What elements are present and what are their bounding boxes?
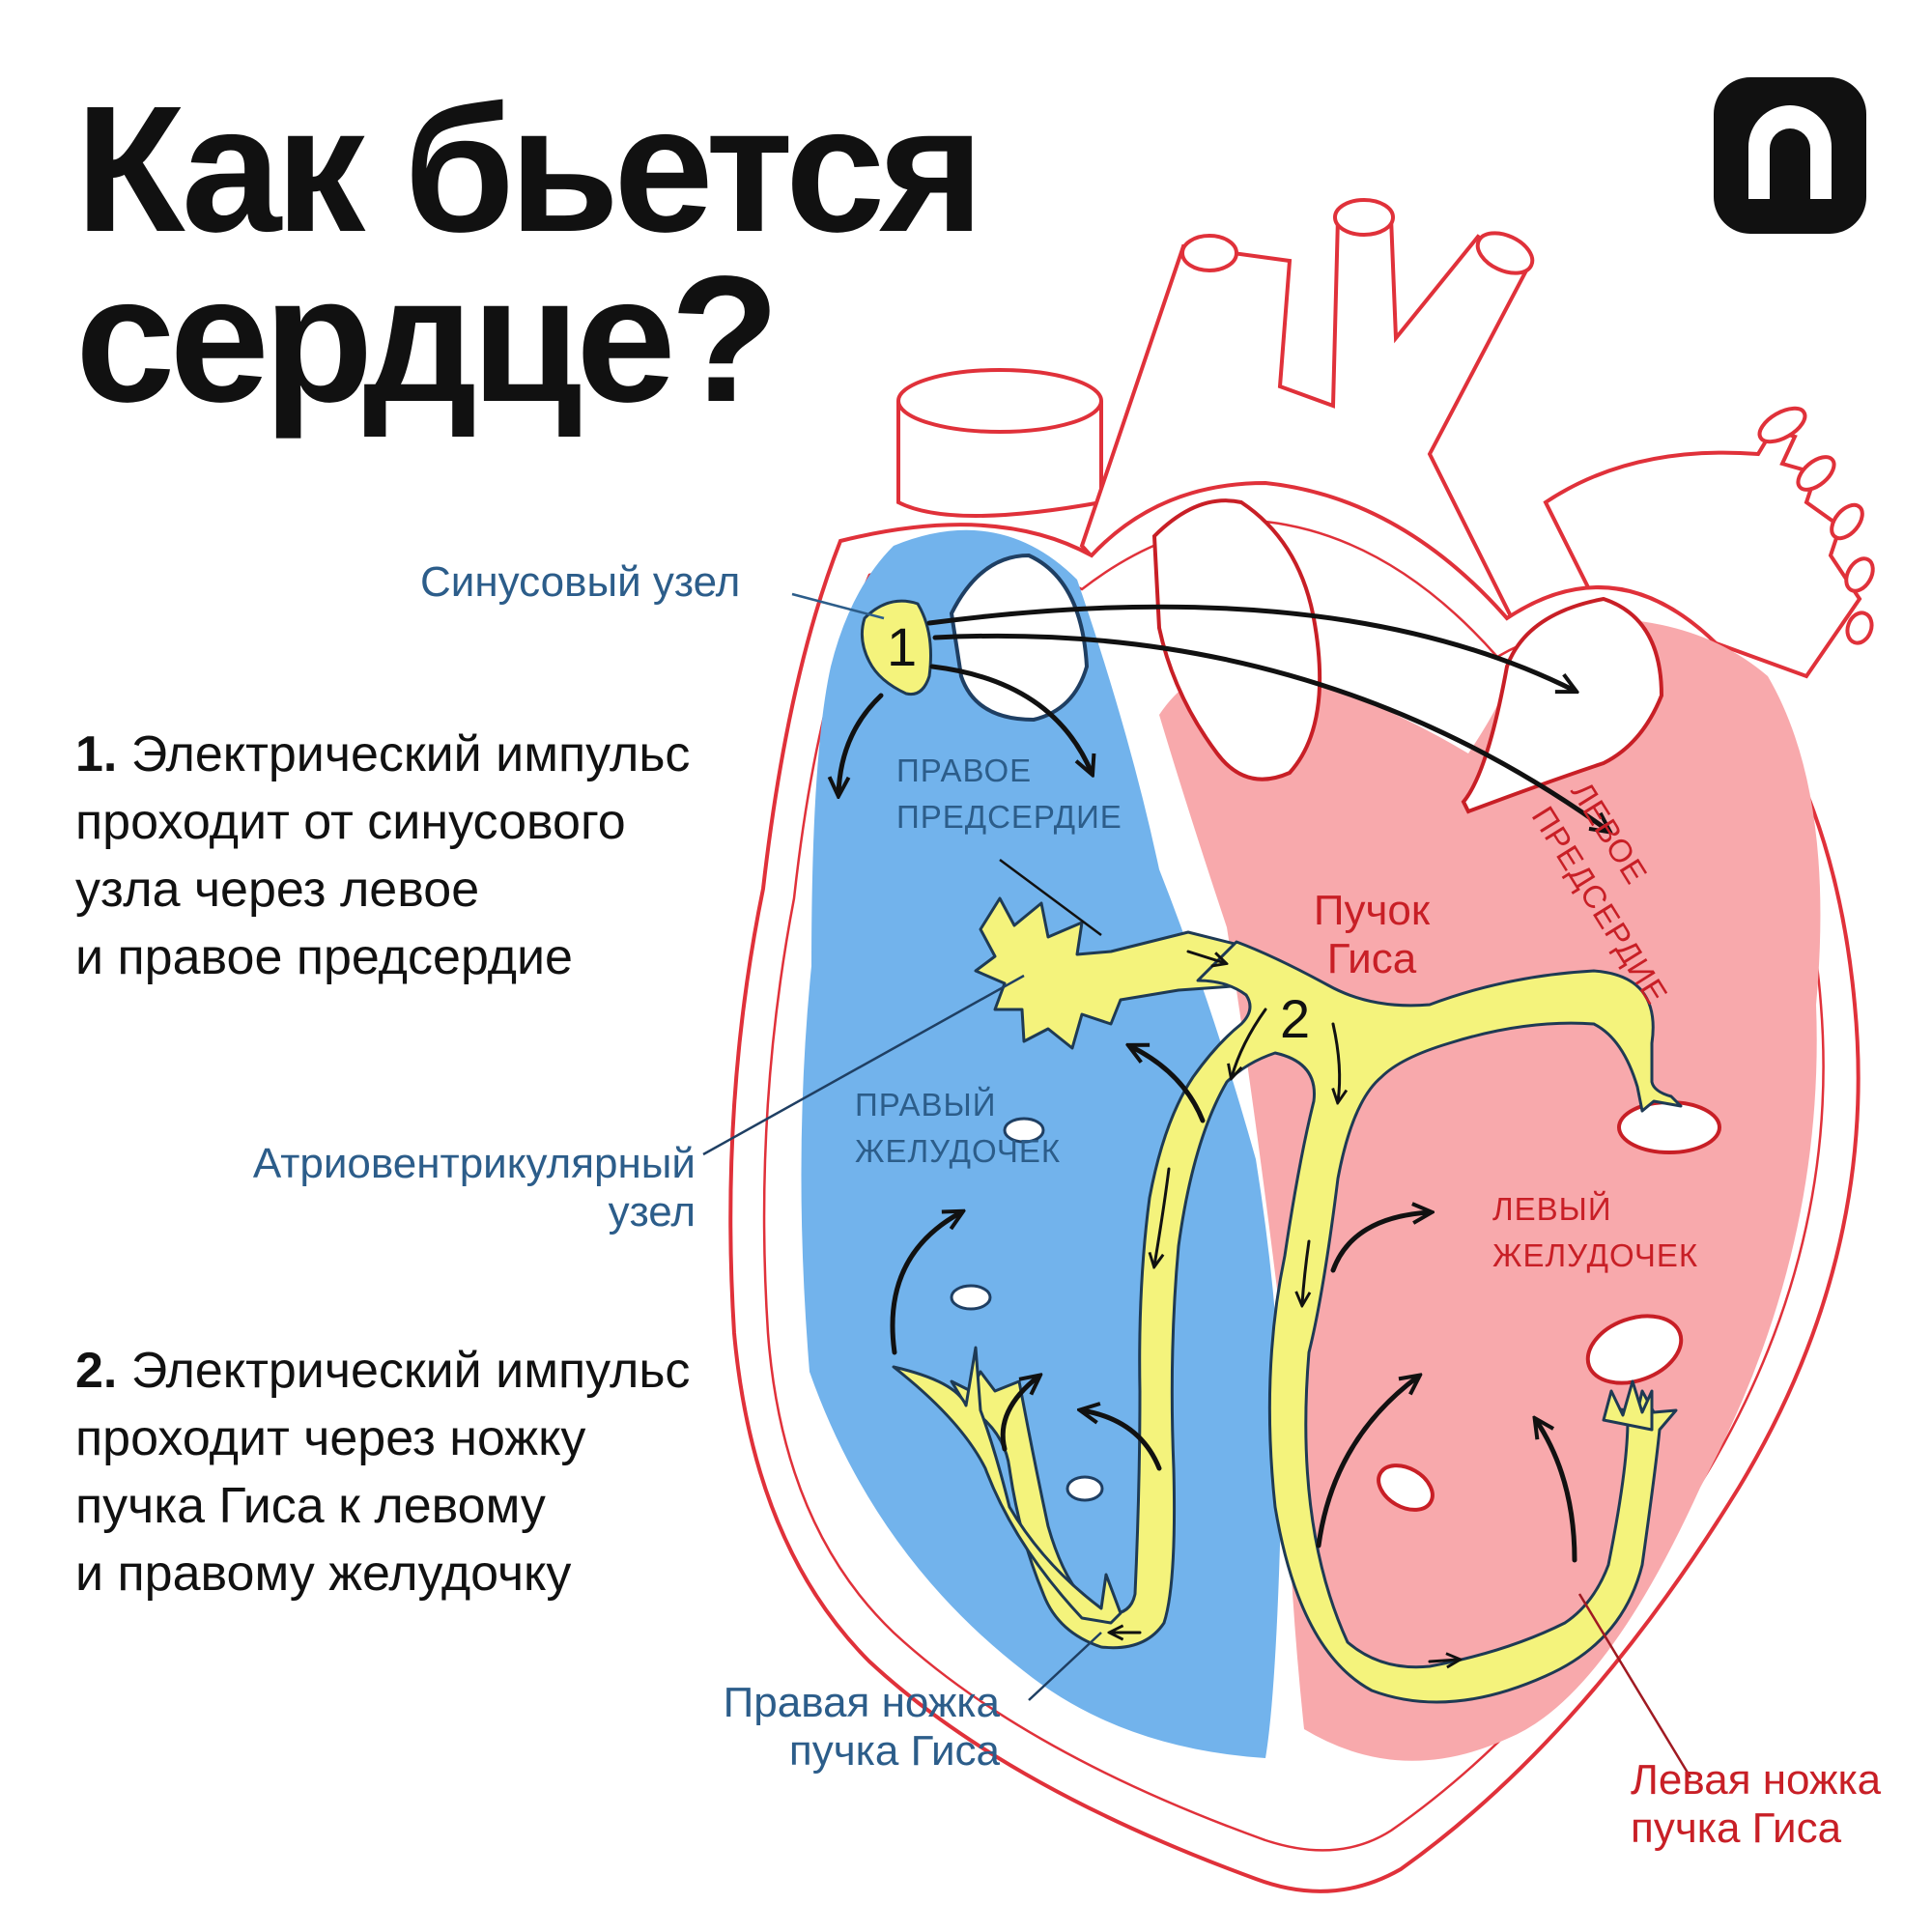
- conduction-direction-arrows: [1111, 950, 1459, 1662]
- av-node-star: [974, 896, 1287, 1050]
- marker-1: 1: [887, 616, 918, 677]
- title-line-2: сердце?: [75, 240, 780, 440]
- step-1-line-2: проходит от синусового: [75, 794, 626, 850]
- left-branch-label: Левая ножка пучка Гиса: [1631, 1756, 1881, 1853]
- title-line-1: Как бьется: [75, 70, 984, 270]
- step-2-text: 2. Электрический импульс проходит через …: [75, 1337, 690, 1607]
- left-branch-label-line-2: пучка Гиса: [1631, 1804, 1842, 1852]
- step-1-line-1: Электрический импульс: [130, 726, 691, 782]
- left-ventricle-label: ЛЕВЫЙ ЖЕЛУДОЧЕК: [1492, 1186, 1698, 1279]
- av-node-label: Атриовентрикулярный узел: [193, 1140, 696, 1236]
- impulse-arrows: [838, 604, 1608, 1563]
- right-branch-fan: [892, 1346, 1122, 1625]
- conduction-system: [860, 599, 1683, 1704]
- av-node-label-line-1: Атриовентрикулярный: [252, 1140, 696, 1187]
- step-1-line-3: узла через левое: [75, 862, 480, 918]
- his-bundle-label-line-2: Гиса: [1326, 935, 1417, 982]
- right-ventricle-label: ПРАВЫЙ ЖЕЛУДОЧЕК: [855, 1082, 1061, 1175]
- left-branch-fan: [1602, 1379, 1654, 1432]
- av-node-label-line-2: узел: [608, 1188, 696, 1236]
- step-1-text: 1. Электрический импульс проходит от син…: [75, 721, 690, 991]
- step-1-number: 1.: [75, 726, 118, 782]
- right-branch-label: Правая ножка пучка Гиса: [676, 1679, 1000, 1776]
- right-atrium-line-2: ПРЕДСЕРДИЕ: [896, 799, 1122, 835]
- marker-2: 2: [1280, 988, 1311, 1049]
- papillary-muscles: [950, 1100, 1721, 1512]
- valve-openings: [949, 498, 1664, 814]
- left-ventricle-line-1: ЛЕВЫЙ: [1492, 1191, 1612, 1227]
- arch-n-logo-icon: [1748, 105, 1832, 199]
- page-title: Как бьется сердце?: [75, 70, 984, 440]
- right-ventricle-line-2: ЖЕЛУДОЧЕК: [855, 1133, 1062, 1169]
- leader-lines: [702, 592, 1692, 1778]
- sinus-node-label: Синусовый узел: [420, 558, 741, 606]
- right-atrium-label: ПРАВОЕ ПРЕДСЕРДИЕ: [896, 748, 1122, 840]
- step-2-line-4: и правому желудочку: [75, 1546, 572, 1602]
- step-1-line-4: и правое предсердие: [75, 929, 573, 985]
- right-ventricle-line-1: ПРАВЫЙ: [855, 1087, 997, 1122]
- right-branch-label-line-1: Правая ножка: [723, 1679, 1000, 1726]
- brand-logo: [1714, 77, 1866, 234]
- his-bundle-label: Пучок Гиса: [1304, 887, 1439, 983]
- left-ventricle-line-2: ЖЕЛУДОЧЕК: [1492, 1237, 1699, 1273]
- sinus-node-shape: [860, 599, 932, 696]
- step-2-line-3: пучка Гиса к левому: [75, 1478, 546, 1534]
- left-branch-label-line-1: Левая ножка: [1631, 1756, 1882, 1804]
- step-2-line-1: Электрический импульс: [130, 1343, 691, 1399]
- right-branch-label-line-2: пучка Гиса: [788, 1727, 1000, 1775]
- step-2-line-2: проходит через ножку: [75, 1410, 586, 1466]
- his-bundle-label-line-1: Пучок: [1313, 887, 1431, 934]
- right-atrium-line-1: ПРАВОЕ: [896, 753, 1033, 788]
- step-2-number: 2.: [75, 1343, 118, 1399]
